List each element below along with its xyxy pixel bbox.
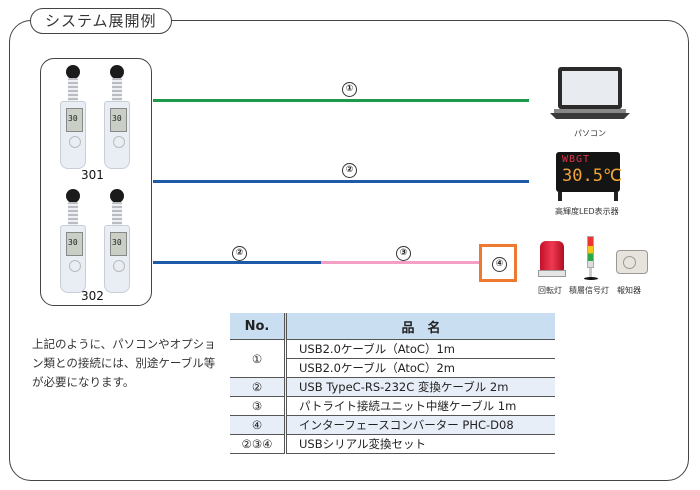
pc-label: パソコン bbox=[574, 129, 606, 138]
alarm-label: 報知器 bbox=[617, 286, 641, 295]
led-stand bbox=[558, 192, 562, 201]
wbgt-meter-302-b: 30 bbox=[103, 189, 131, 297]
rotating-light-label: 回転灯 bbox=[538, 286, 562, 295]
sensor-coil bbox=[112, 202, 122, 226]
led-stand bbox=[614, 192, 618, 201]
row-no: ④ bbox=[230, 415, 287, 435]
globe-sensor-icon bbox=[66, 189, 80, 203]
rotating-light-icon bbox=[540, 241, 564, 271]
diagram-title: システム展開例 bbox=[30, 8, 172, 34]
header-name: 品 名 bbox=[285, 313, 555, 340]
row-name: USB TypeC-RS-232C 変換ケーブル 2m bbox=[285, 377, 555, 397]
meter-buttons bbox=[69, 260, 81, 272]
model-label-302: 302 bbox=[81, 289, 104, 303]
cable-to-led bbox=[153, 180, 529, 183]
wbgt-meter-301-b: 30 bbox=[103, 65, 131, 173]
device-group: 30 30 301 30 30 302 bbox=[40, 58, 152, 306]
table-row: ② USB TypeC-RS-232C 変換ケーブル 2m bbox=[230, 377, 555, 397]
table-header-row: No. 品 名 bbox=[230, 313, 555, 340]
globe-sensor-icon bbox=[110, 65, 124, 79]
wbgt-meter-302-a: 30 bbox=[59, 189, 87, 297]
meter-screen: 30 bbox=[66, 108, 83, 132]
meter-screen: 30 bbox=[110, 232, 127, 256]
cable-patlite-relay bbox=[321, 261, 479, 264]
meter-screen: 30 bbox=[110, 108, 127, 132]
cable-marker-2: ② bbox=[342, 163, 357, 178]
row-name: パトライト接続ユニット中継ケーブル 1m bbox=[285, 396, 555, 416]
stack-light-base bbox=[584, 277, 598, 280]
parts-table: No. 品 名 ① USB2.0ケーブル（AtoC）1m USB2.0ケーブル（… bbox=[230, 313, 555, 454]
cable-marker-1: ① bbox=[342, 82, 357, 97]
meter-body: 30 bbox=[104, 225, 130, 293]
globe-sensor-icon bbox=[110, 189, 124, 203]
led-display-line1: WBGT bbox=[562, 154, 591, 165]
meter-screen: 30 bbox=[66, 232, 83, 256]
row-no: ②③④ bbox=[230, 434, 287, 454]
alarm-icon bbox=[616, 250, 648, 274]
cable-marker-2b: ② bbox=[232, 246, 247, 261]
row-no: ③ bbox=[230, 396, 287, 416]
alarm-speaker bbox=[623, 256, 636, 269]
wbgt-meter-301-a: 30 bbox=[59, 65, 87, 173]
led-display-icon: WBGT 30.5℃ bbox=[556, 152, 623, 192]
stack-light-icon bbox=[587, 236, 594, 268]
table-row: ②③④ USBシリアル変換セット bbox=[230, 434, 555, 454]
led-display-label: 高輝度LED表示器 bbox=[555, 207, 619, 216]
converter-marker-4: ④ bbox=[492, 257, 507, 272]
sensor-coil bbox=[68, 202, 78, 226]
header-no: No. bbox=[230, 313, 287, 340]
led-display-line2: 30.5℃ bbox=[562, 166, 623, 186]
table-row: ④ インターフェースコンバーター PHC-D08 bbox=[230, 415, 555, 435]
connection-note: 上記のように、パソコンやオプション類との接続には、別途ケーブル等が必要になります… bbox=[32, 337, 216, 389]
cable-usb-to-pc bbox=[153, 99, 529, 102]
row-no: ① bbox=[230, 339, 287, 378]
cable-rs232c bbox=[153, 261, 321, 264]
row-name: インターフェースコンバーター PHC-D08 bbox=[285, 415, 555, 435]
stack-light-label: 積層信号灯 bbox=[569, 286, 609, 295]
rotating-light-base bbox=[538, 270, 566, 277]
row-name: USBシリアル変換セット bbox=[285, 434, 555, 454]
meter-body: 30 bbox=[60, 101, 86, 169]
row-name: USB2.0ケーブル（AtoC）1m bbox=[285, 339, 555, 359]
sensor-coil bbox=[68, 78, 78, 102]
cable-marker-3: ③ bbox=[396, 246, 411, 261]
diagram-frame bbox=[9, 20, 689, 481]
interface-converter: ④ bbox=[479, 244, 517, 282]
laptop-icon bbox=[550, 67, 630, 119]
table-row: ③ パトライト接続ユニット中継ケーブル 1m bbox=[230, 396, 555, 416]
sensor-coil bbox=[112, 78, 122, 102]
model-label-301: 301 bbox=[81, 168, 104, 182]
meter-body: 30 bbox=[104, 101, 130, 169]
meter-buttons bbox=[113, 136, 125, 148]
meter-buttons bbox=[113, 260, 125, 272]
meter-body: 30 bbox=[60, 225, 86, 293]
meter-buttons bbox=[69, 136, 81, 148]
row-no: ② bbox=[230, 377, 287, 397]
table-row: USB2.0ケーブル（AtoC）2m bbox=[230, 358, 555, 378]
table-row: ① USB2.0ケーブル（AtoC）1m bbox=[230, 339, 555, 378]
stack-light-pole bbox=[589, 268, 592, 278]
row-name: USB2.0ケーブル（AtoC）2m bbox=[285, 358, 555, 378]
globe-sensor-icon bbox=[66, 65, 80, 79]
